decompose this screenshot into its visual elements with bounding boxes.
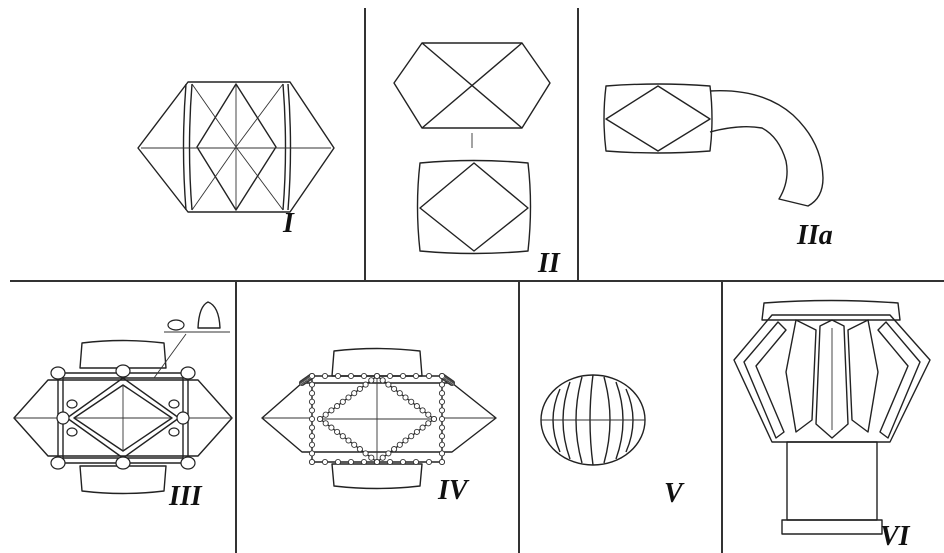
panel-label-I: I: [283, 208, 294, 239]
bead-drawing-IIa: [603, 83, 824, 207]
bead-drawing-V: [540, 374, 646, 466]
bead-drawing-III: [13, 301, 233, 495]
bead-drawing-VI: [733, 299, 931, 535]
panel-label-III: III: [169, 481, 202, 512]
bead-drawing-II: [393, 42, 551, 255]
granulation-dots: [298, 372, 456, 466]
bead-drawing-IV: [261, 347, 497, 490]
panel-label-V: V: [664, 478, 683, 509]
panel-label-VI: VI: [880, 521, 910, 552]
panel-dividers: [10, 8, 944, 553]
panel-label-IV: IV: [438, 475, 468, 506]
bead-drawing-I: [137, 81, 335, 213]
panel-label-II: II: [538, 248, 560, 279]
panel-label-IIa: IIa: [797, 220, 833, 251]
